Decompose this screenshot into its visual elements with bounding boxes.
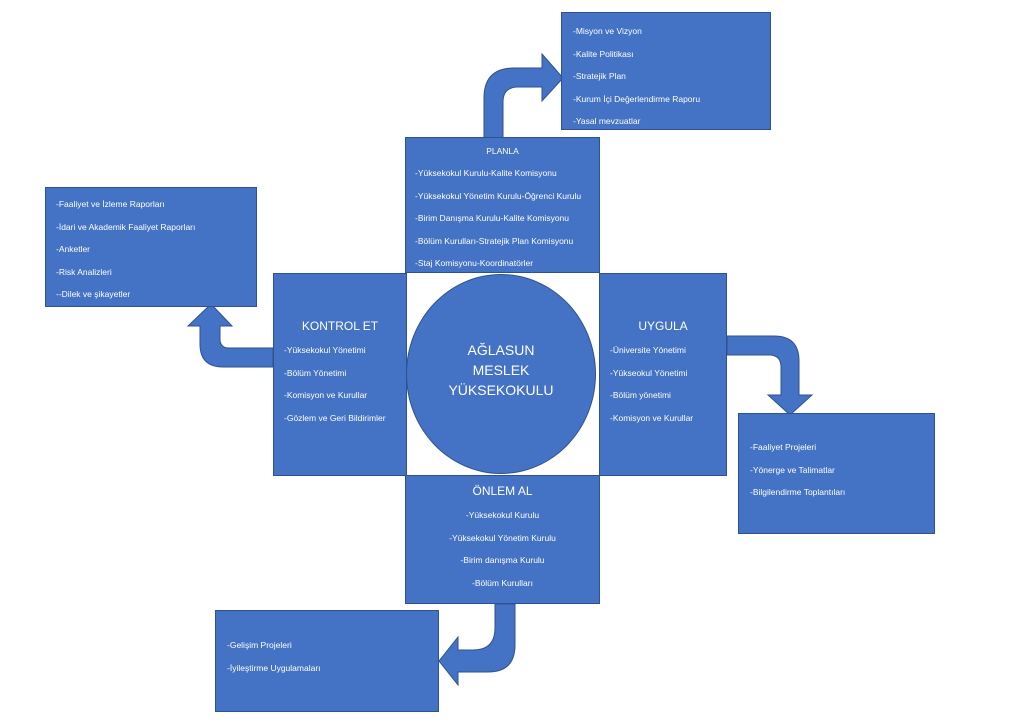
onlem-al-title: ÖNLEM AL bbox=[472, 484, 533, 498]
planla-item: -Yüksekokul Kurulu-Kalite Komisyonu bbox=[415, 168, 557, 178]
planla-item: -Staj Komisyonu-Koordinatörler bbox=[415, 258, 534, 268]
uygula-item: -Komisyon ve Kurullar bbox=[610, 412, 694, 423]
uygula-doc-item: -Bilgilendirme Toplantıları bbox=[750, 487, 846, 497]
kontrol-et-item: -Komisyon ve Kurullar bbox=[284, 390, 368, 400]
plan-doc-item: -Misyon ve Vizyon bbox=[573, 26, 642, 36]
onlem-documents-box: -Gelişim Projeleri -İyileştirme Uygulamal… bbox=[215, 610, 439, 712]
uygula-item: -Yükseokul Yönetimi bbox=[610, 367, 688, 378]
uygula-box: UYGULA -Üniversite Yönetimi -Yükseokul Yö… bbox=[599, 273, 727, 476]
control-documents-box: -Faaliyet ve İzleme Raporları -İdari ve A… bbox=[45, 187, 257, 307]
control-doc-item: --Dilek ve şikayetler bbox=[56, 289, 131, 299]
plan-doc-item: -Kalite Politikası bbox=[573, 48, 634, 59]
onlem-al-item: -Bölüm Kurulları bbox=[472, 577, 533, 588]
uygula-documents-box: -Faaliyet Projeleri -Yönerge ve Talimatla… bbox=[738, 413, 935, 534]
kontrol-et-item: -Gözlem ve Geri Bildirimler bbox=[284, 412, 386, 423]
plan-doc-item: -Yasal mevzuatlar bbox=[573, 116, 641, 126]
onlem-al-box: ÖNLEM AL -Yüksekokul Kurulu -Yüksekokul Y… bbox=[405, 475, 600, 604]
center-title: AĞLASUN MESLEK YÜKSEKOKULU bbox=[406, 340, 596, 400]
arrow-uygula-to-uygula-docs bbox=[726, 335, 814, 416]
onlem-al-item: -Birim danışma Kurulu bbox=[460, 555, 545, 565]
uygula-doc-item: -Faaliyet Projeleri bbox=[750, 442, 817, 452]
arrow-kontrol-to-control-docs bbox=[186, 303, 274, 368]
planla-box: PLANLA -Yüksekokul Kurulu-Kalite Komisyo… bbox=[405, 137, 600, 273]
onlem-al-item: -Yüksekokul Yönetim Kurulu bbox=[449, 532, 556, 543]
center-title-line-1: AĞLASUN bbox=[467, 342, 535, 358]
onlem-al-item: -Yüksekokul Kurulu bbox=[465, 510, 540, 520]
onlem-doc-item: -İyileştirme Uygulamaları bbox=[227, 662, 321, 673]
arrow-planla-to-plan-docs bbox=[483, 52, 564, 139]
center-circle bbox=[406, 274, 596, 474]
uygula-title: UYGULA bbox=[638, 319, 688, 333]
center-title-line-2: MESLEK bbox=[472, 362, 530, 378]
kontrol-et-item: -Yüksekokul Yönetimi bbox=[284, 345, 366, 355]
control-doc-item: -Faaliyet ve İzleme Raporları bbox=[56, 199, 165, 209]
planla-item: -Yüksekokul Yönetim Kurulu-Öğrenci Kurul… bbox=[415, 190, 582, 201]
control-doc-item: -Risk Analizleri bbox=[56, 266, 112, 277]
uygula-item: -Üniversite Yönetimi bbox=[610, 345, 686, 355]
control-doc-item: -Anketler bbox=[56, 244, 91, 254]
center-title-line-3: YÜKSEKOKULU bbox=[448, 382, 554, 398]
plan-doc-item: -Stratejik Plan bbox=[573, 71, 626, 81]
plan-documents-box: -Misyon ve Vizyon -Kalite Politikası -Stra… bbox=[561, 12, 771, 130]
planla-title: PLANLA bbox=[486, 146, 519, 156]
uygula-doc-item: -Yönerge ve Talimatlar bbox=[750, 464, 835, 475]
onlem-doc-item: -Gelişim Projeleri bbox=[227, 640, 292, 650]
kontrol-et-title: KONTROL ET bbox=[301, 319, 379, 333]
control-doc-item: -İdari ve Akademik Faaliyet Raporları bbox=[56, 221, 196, 232]
arrow-onlem-to-onlem-docs bbox=[438, 603, 516, 687]
planla-item: -Birim Danışma Kurulu-Kalite Komisyonu bbox=[415, 213, 569, 223]
kontrol-et-box: KONTROL ET -Yüksekokul Yönetimi -Bölüm Yö… bbox=[273, 273, 407, 476]
uygula-item: -Bölüm yönetimi bbox=[610, 390, 671, 400]
planla-item: -Bölüm Kurulları-Stratejik Plan Komisyon… bbox=[415, 235, 574, 246]
kontrol-et-item: -Bölüm Yönetimi bbox=[284, 367, 347, 378]
plan-doc-item: -Kurum İçi Değerlendirme Raporu bbox=[573, 93, 701, 104]
